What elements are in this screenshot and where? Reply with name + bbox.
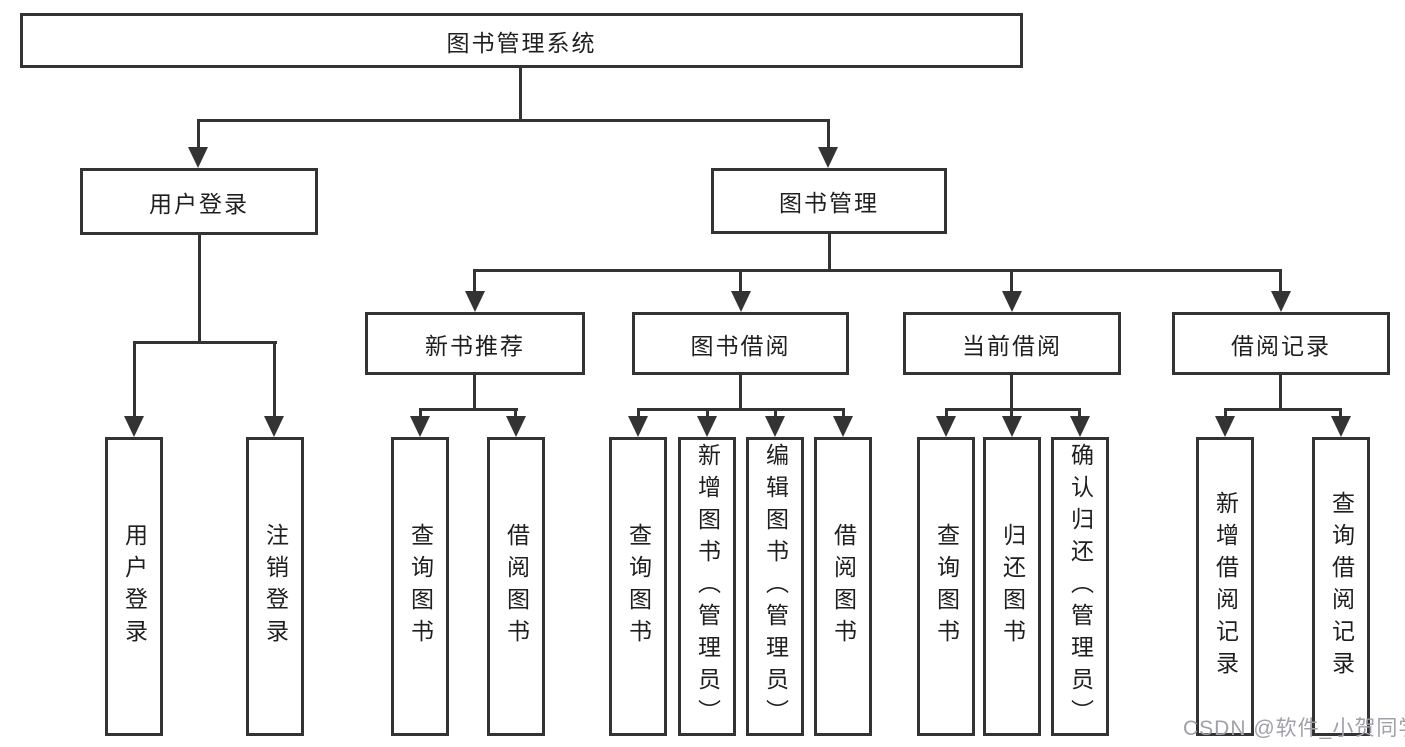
connector-borrowing-bar xyxy=(637,408,845,411)
arrow-down-icon xyxy=(697,416,717,437)
arrow-down-icon xyxy=(936,416,956,437)
connector-drop-module xyxy=(1010,269,1013,295)
connector-drop-leaf xyxy=(637,408,640,420)
leaf-edit-books-admin: 编辑图书（管理员） xyxy=(746,437,804,736)
connector-drop-leaf xyxy=(945,408,948,420)
connector-drop-module xyxy=(739,269,742,295)
connector-records-stem xyxy=(1279,375,1282,411)
connector-current-stem xyxy=(1010,375,1013,411)
arrow-down-icon xyxy=(465,291,485,312)
connector-root-stem xyxy=(519,68,522,122)
connector-records-bar xyxy=(1224,408,1342,411)
node-current-borrowing: 当前借阅 xyxy=(903,312,1121,375)
connector-drop-leaf xyxy=(1010,408,1013,420)
connector-book-management-stem xyxy=(828,234,831,272)
leaf-query-books-recommend: 查询图书 xyxy=(391,437,449,736)
leaf-user-login: 用户登录 xyxy=(105,437,163,736)
arrow-down-icon xyxy=(628,416,648,437)
arrow-down-icon xyxy=(1002,291,1022,312)
node-book-management: 图书管理 xyxy=(711,168,947,234)
node-new-book-recommend: 新书推荐 xyxy=(365,312,585,375)
arrow-down-icon xyxy=(1215,416,1235,437)
leaf-add-borrow-record: 新增借阅记录 xyxy=(1196,437,1254,736)
connector-drop-book-management xyxy=(827,119,830,149)
connector-drop-leaf xyxy=(706,408,709,420)
connector-drop-leaf xyxy=(273,341,276,419)
arrow-down-icon xyxy=(765,416,785,437)
node-book-borrowing: 图书借阅 xyxy=(632,312,849,375)
connector-drop-leaf xyxy=(774,408,777,420)
connector-drop-leaf xyxy=(1078,408,1081,420)
arrow-down-icon xyxy=(818,147,838,168)
node-user-login: 用户登录 xyxy=(80,168,318,235)
connector-drop-leaf xyxy=(133,341,136,419)
connector-borrowing-stem xyxy=(739,375,742,411)
arrow-down-icon xyxy=(1002,416,1022,437)
leaf-return-books: 归还图书 xyxy=(983,437,1041,736)
leaf-borrow-books-recommend: 借阅图书 xyxy=(487,437,545,736)
arrow-down-icon xyxy=(1271,291,1291,312)
connector-drop-user-login xyxy=(197,119,200,149)
connector-drop-leaf xyxy=(419,408,422,420)
node-root-library-system: 图书管理系统 xyxy=(20,13,1023,68)
connector-level2-bar xyxy=(474,269,1282,272)
connector-drop-leaf xyxy=(1224,408,1227,420)
connector-drop-module xyxy=(1279,269,1282,295)
arrow-down-icon xyxy=(124,416,144,437)
arrow-down-icon xyxy=(833,416,853,437)
leaf-add-books-admin: 新增图书（管理员） xyxy=(678,437,736,736)
connector-level1-bar xyxy=(197,119,830,122)
arrow-down-icon xyxy=(410,416,430,437)
connector-recommend-bar xyxy=(419,408,518,411)
connector-drop-leaf xyxy=(842,408,845,420)
connector-user-login-bar xyxy=(133,341,277,344)
arrow-down-icon xyxy=(731,291,751,312)
arrow-down-icon xyxy=(1070,416,1090,437)
arrow-down-icon xyxy=(264,416,284,437)
connector-drop-leaf xyxy=(514,408,517,420)
arrow-down-icon xyxy=(188,147,208,168)
leaf-query-books-current: 查询图书 xyxy=(917,437,975,736)
connector-drop-module xyxy=(473,269,476,295)
leaf-query-books-borrowing: 查询图书 xyxy=(609,437,667,736)
leaf-query-borrow-record: 查询借阅记录 xyxy=(1312,437,1370,736)
node-borrowing-records: 借阅记录 xyxy=(1172,312,1390,375)
connector-user-login-stem xyxy=(198,235,201,344)
leaf-logout: 注销登录 xyxy=(246,437,304,736)
connector-recommend-stem xyxy=(473,375,476,411)
connector-drop-leaf xyxy=(1339,408,1342,420)
arrow-down-icon xyxy=(506,416,526,437)
arrow-down-icon xyxy=(1331,416,1351,437)
leaf-borrow-books-borrowing: 借阅图书 xyxy=(814,437,872,736)
connector-current-bar xyxy=(945,408,1081,411)
csdn-watermark: CSDN @软件_小贺同学 xyxy=(1183,717,1405,740)
leaf-confirm-return-admin: 确认归还（管理员） xyxy=(1051,437,1109,736)
